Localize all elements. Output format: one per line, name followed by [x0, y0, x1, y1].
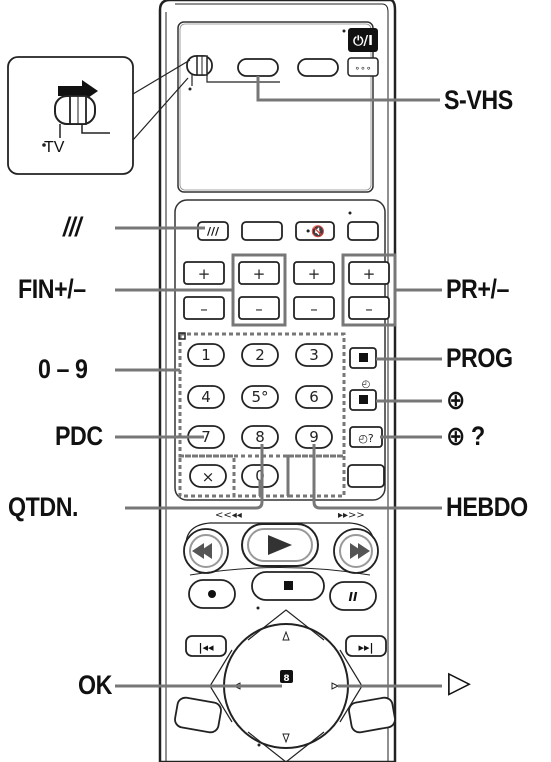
minus-symbol: – — [365, 300, 373, 318]
svg-text:▸▸|: ▸▸| — [358, 641, 373, 654]
digit-key-5[interactable] — [295, 385, 333, 409]
plus-button-2[interactable] — [238, 261, 280, 285]
pause-button[interactable]: II — [329, 581, 377, 611]
fin-label: FIN+/– — [18, 274, 86, 304]
skip-back-button[interactable]: |◂◂ — [185, 635, 227, 657]
plus-symbol: + — [308, 265, 321, 283]
svg-text:×: × — [202, 468, 215, 486]
svhs-label: S-VHS — [444, 85, 513, 115]
digit-key-label: 0 — [255, 467, 265, 485]
rewind-button[interactable] — [183, 528, 229, 574]
mute-button — [295, 221, 335, 241]
plus-button-1[interactable] — [183, 261, 225, 285]
timer-label: ⊕ — [446, 385, 466, 415]
svhs-button — [237, 58, 279, 77]
svg-text:▸▸>>: ▸▸>> — [338, 510, 365, 521]
digit-key-label: 9 — [309, 428, 319, 446]
plus-symbol: + — [363, 265, 376, 283]
blank-button-1 — [241, 221, 283, 241]
digit-key-label: 6 — [309, 388, 319, 406]
digit-key-1[interactable] — [241, 343, 279, 367]
menu-button — [347, 57, 379, 77]
hebdo-label: HEBDO — [446, 492, 528, 522]
pdc-label: PDC — [55, 421, 103, 451]
svg-text:∘∘∘: ∘∘∘ — [355, 64, 372, 74]
right-arrow-label: ▷ — [448, 666, 472, 699]
qtdn-label: QTDN. — [8, 492, 79, 522]
digit-key-label: 5° — [251, 388, 268, 406]
plus-minus-buttons: + – + – + – + – — [183, 261, 390, 320]
ok-button — [280, 670, 293, 683]
digits-label: 0 – 9 — [38, 354, 88, 384]
ok-label: OK — [78, 670, 112, 700]
oval-button — [297, 58, 339, 77]
svg-text:|◂◂: |◂◂ — [198, 641, 214, 654]
digit-key-label: 2 — [255, 346, 265, 364]
svg-text:8: 8 — [283, 674, 289, 684]
timer-query-label: ⊕ ? — [446, 421, 485, 451]
number-keys: 1 2 3 4 5° 6 7 8 9 0 — [187, 343, 333, 488]
pr-label: PR+/– — [446, 274, 510, 304]
plus-button-3[interactable] — [293, 261, 335, 285]
minus-symbol: – — [310, 300, 318, 318]
blank-button-2 — [347, 221, 379, 241]
power-symbol: ⏻/I — [353, 34, 373, 49]
slash-button — [197, 221, 229, 241]
minus-button-1[interactable] — [183, 296, 225, 320]
svg-text:///: /// — [207, 225, 220, 238]
minus-button-4[interactable] — [348, 296, 390, 320]
inset-tv-label: TV — [44, 139, 65, 156]
clear-button — [189, 464, 227, 488]
prog-label: PROG — [446, 343, 513, 373]
stop-button[interactable] — [251, 571, 325, 601]
minus-symbol: – — [200, 300, 208, 318]
digit-key-3[interactable] — [187, 385, 225, 409]
digit-key-label: 7 — [201, 428, 211, 446]
svg-text:II: II — [349, 590, 358, 604]
digit-key-0[interactable] — [187, 343, 225, 367]
digit-key-label: 1 — [201, 346, 211, 364]
record-button[interactable] — [188, 579, 236, 609]
power-button — [348, 28, 378, 52]
plus-button-4[interactable] — [348, 261, 390, 285]
plus-symbol: + — [253, 265, 266, 283]
digit-key-7[interactable] — [241, 425, 279, 449]
minus-button-3[interactable] — [293, 296, 335, 320]
digit-key-4[interactable] — [241, 385, 279, 409]
tv-vcr-slider[interactable] — [186, 55, 213, 76]
digit-key-label: 3 — [309, 346, 319, 364]
digit-key-2[interactable] — [295, 343, 333, 367]
digit-key-label: 4 — [201, 388, 211, 406]
blank-button-3 — [347, 464, 385, 488]
digit-key-label: 8 — [255, 428, 265, 446]
tv-slider-label: /// — [63, 212, 82, 242]
skip-forward-button[interactable]: ▸▸| — [345, 635, 387, 657]
inset-box — [7, 56, 191, 175]
svg-text:<<◂◂: <<◂◂ — [215, 510, 242, 521]
fast-forward-button[interactable] — [333, 528, 379, 574]
minus-button-2[interactable] — [238, 296, 280, 320]
play-button[interactable] — [241, 523, 319, 567]
svg-text:◴?: ◴? — [358, 432, 374, 445]
svg-text:◴: ◴ — [362, 379, 371, 390]
top-panel — [177, 21, 374, 193]
callout-lines — [115, 76, 442, 688]
plus-symbol: + — [198, 265, 211, 283]
minus-symbol: – — [255, 300, 263, 318]
svg-text:•🔇: •🔇 — [305, 225, 325, 238]
